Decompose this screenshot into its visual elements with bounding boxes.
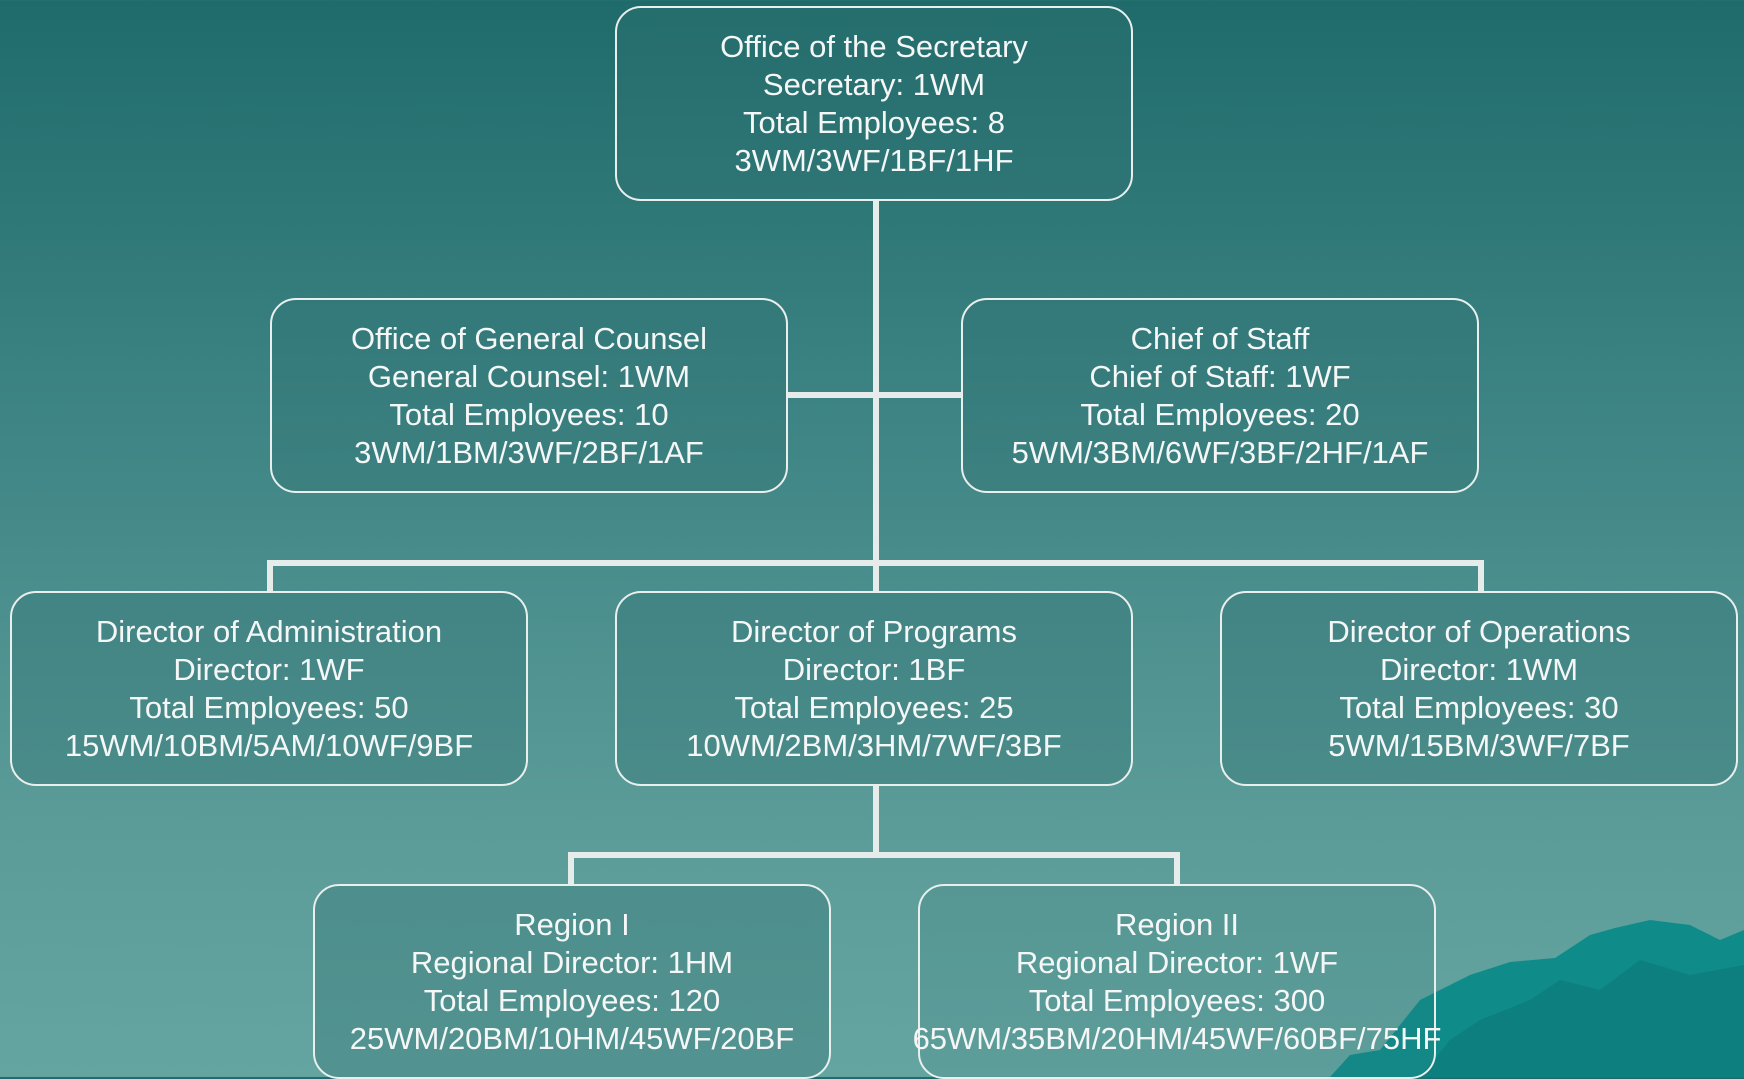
node-total: Total Employees: 50 bbox=[129, 689, 409, 725]
node-head: Director: 1BF bbox=[782, 651, 966, 687]
node-breakdown: 10WM/2BM/3HM/7WF/3BF bbox=[686, 727, 1062, 763]
node-breakdown: 5WM/3BM/6WF/3BF/2HF/1AF bbox=[1011, 434, 1429, 470]
node-region-1: Region I Regional Director: 1HM Total Em… bbox=[313, 884, 831, 1079]
node-head: Regional Director: 1WF bbox=[1015, 944, 1339, 980]
node-title: Chief of Staff bbox=[1130, 320, 1310, 356]
node-chief-of-staff: Chief of Staff Chief of Staff: 1WF Total… bbox=[961, 298, 1479, 493]
node-breakdown: 65WM/35BM/20HM/45WF/60BF/75HF bbox=[912, 1020, 1442, 1056]
node-title: Office of General Counsel bbox=[350, 320, 708, 356]
node-title: Director of Operations bbox=[1327, 613, 1631, 649]
node-breakdown: 25WM/20BM/10HM/45WF/20BF bbox=[349, 1020, 795, 1056]
node-title: Region I bbox=[514, 906, 630, 942]
node-head: Chief of Staff: 1WF bbox=[1089, 358, 1351, 394]
node-total: Total Employees: 300 bbox=[1028, 982, 1326, 1018]
node-director-of-operations: Director of Operations Director: 1WM Tot… bbox=[1220, 591, 1738, 786]
node-region-2: Region II Regional Director: 1WF Total E… bbox=[913, 884, 1441, 1079]
node-total: Total Employees: 30 bbox=[1339, 689, 1619, 725]
node-total: Total Employees: 120 bbox=[423, 982, 721, 1018]
node-total: Total Employees: 8 bbox=[743, 104, 1005, 140]
node-head: Regional Director: 1HM bbox=[410, 944, 734, 980]
node-director-of-administration: Director of Administration Director: 1WF… bbox=[10, 591, 528, 786]
node-office-of-general-counsel: Office of General Counsel General Counse… bbox=[270, 298, 788, 493]
node-head: Director: 1WM bbox=[1379, 651, 1579, 687]
node-head: Director: 1WF bbox=[173, 651, 365, 687]
node-total: Total Employees: 10 bbox=[389, 396, 669, 432]
node-breakdown: 15WM/10BM/5AM/10WF/9BF bbox=[64, 727, 474, 763]
node-title: Office of the Secretary bbox=[720, 28, 1028, 64]
node-office-of-the-secretary: Office of the Secretary Secretary: 1WM T… bbox=[615, 6, 1133, 201]
node-title: Director of Administration bbox=[95, 613, 443, 649]
node-breakdown: 3WM/1BM/3WF/2BF/1AF bbox=[354, 434, 704, 470]
node-total: Total Employees: 25 bbox=[734, 689, 1014, 725]
node-breakdown: 3WM/3WF/1BF/1HF bbox=[734, 142, 1014, 178]
node-title: Director of Programs bbox=[731, 613, 1017, 649]
node-head: Secretary: 1WM bbox=[762, 66, 986, 102]
node-head: General Counsel: 1WM bbox=[367, 358, 691, 394]
node-title: Region II bbox=[1114, 906, 1240, 942]
node-director-of-programs: Director of Programs Director: 1BF Total… bbox=[615, 591, 1133, 786]
node-breakdown: 5WM/15BM/3WF/7BF bbox=[1328, 727, 1630, 763]
node-total: Total Employees: 20 bbox=[1080, 396, 1360, 432]
